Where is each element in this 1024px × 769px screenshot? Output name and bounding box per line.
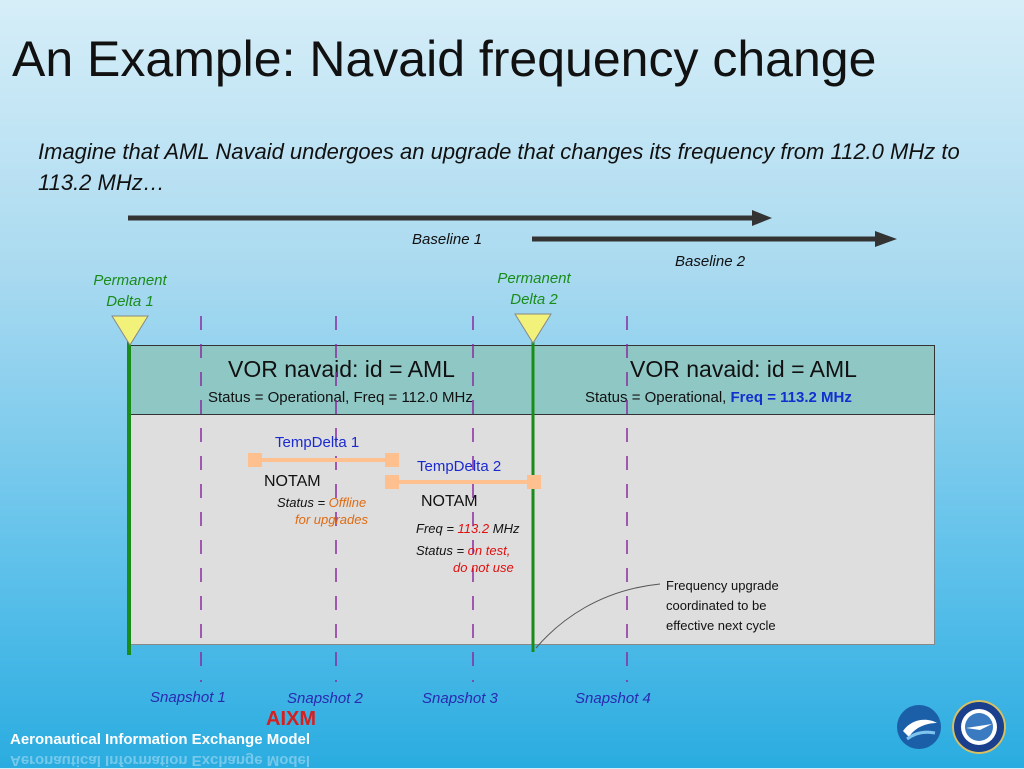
temp-delta-2-start [385, 475, 399, 489]
note-callout-line [535, 583, 661, 649]
temp-delta-1-start [248, 453, 262, 467]
temp-delta-1-notam: NOTAM [264, 473, 321, 490]
baseline-2-arrowhead [875, 231, 897, 247]
slide-subtitle: Imagine that AML Navaid undergoes an upg… [38, 139, 960, 195]
baseline-arrows [128, 210, 897, 247]
baseline-1-label: Baseline 1 [412, 231, 483, 248]
vor-left-title: VOR navaid: id = AML [228, 356, 455, 382]
snapshot-2-label: Snapshot 2 [287, 690, 363, 707]
vor-right-freq: Freq = 113.2 MHz [730, 389, 852, 406]
faa-seal-icon [952, 700, 1006, 754]
temp-delta-1-end [385, 453, 399, 467]
slide-title: An Example: Navaid frequency change [12, 31, 877, 87]
vor-left-status: Status = Operational, Freq = 112.0 MHz [208, 389, 473, 406]
footer-title: Aeronautical Information Exchange Model [10, 731, 311, 748]
frequency-upgrade-note: Frequency upgrade coordinated to be effe… [666, 578, 779, 633]
temp-delta-2-label: TempDelta 2 [417, 458, 502, 475]
permanent-delta-2-marker-icon [514, 313, 552, 344]
baseline-2-label: Baseline 2 [675, 253, 746, 270]
aixm-brand: AIXM [266, 708, 316, 730]
temp-delta-2-notam: NOTAM [421, 493, 478, 510]
temp-delta-1-label: TempDelta 1 [275, 434, 360, 451]
vor-right-status: Status = Operational, Freq = 113.2 MHz [585, 389, 852, 406]
permanent-delta-1-label: Permanent Delta 1 [93, 272, 167, 310]
temp-delta-1-status: Status = Offline for upgrades [277, 495, 368, 527]
footer-title-reflection: Aeronautical Information Exchange Model [10, 752, 311, 769]
snapshot-1-label: Snapshot 1 [150, 689, 226, 706]
temp-delta-2-end [527, 475, 541, 489]
baseline-1-arrowhead [752, 210, 772, 226]
temp-delta-2-status: Status = on test, do not use [416, 543, 514, 575]
snapshot-3-label: Snapshot 3 [422, 690, 498, 707]
eurocontrol-logo-icon [897, 705, 941, 749]
permanent-delta-2-label: Permanent Delta 2 [497, 270, 571, 308]
snapshot-4-label: Snapshot 4 [575, 690, 651, 707]
vor-right-title: VOR navaid: id = AML [630, 356, 857, 382]
temp-delta-2-freq: Freq = 113.2 MHz [416, 521, 520, 536]
permanent-delta-1-marker-icon [111, 315, 149, 346]
